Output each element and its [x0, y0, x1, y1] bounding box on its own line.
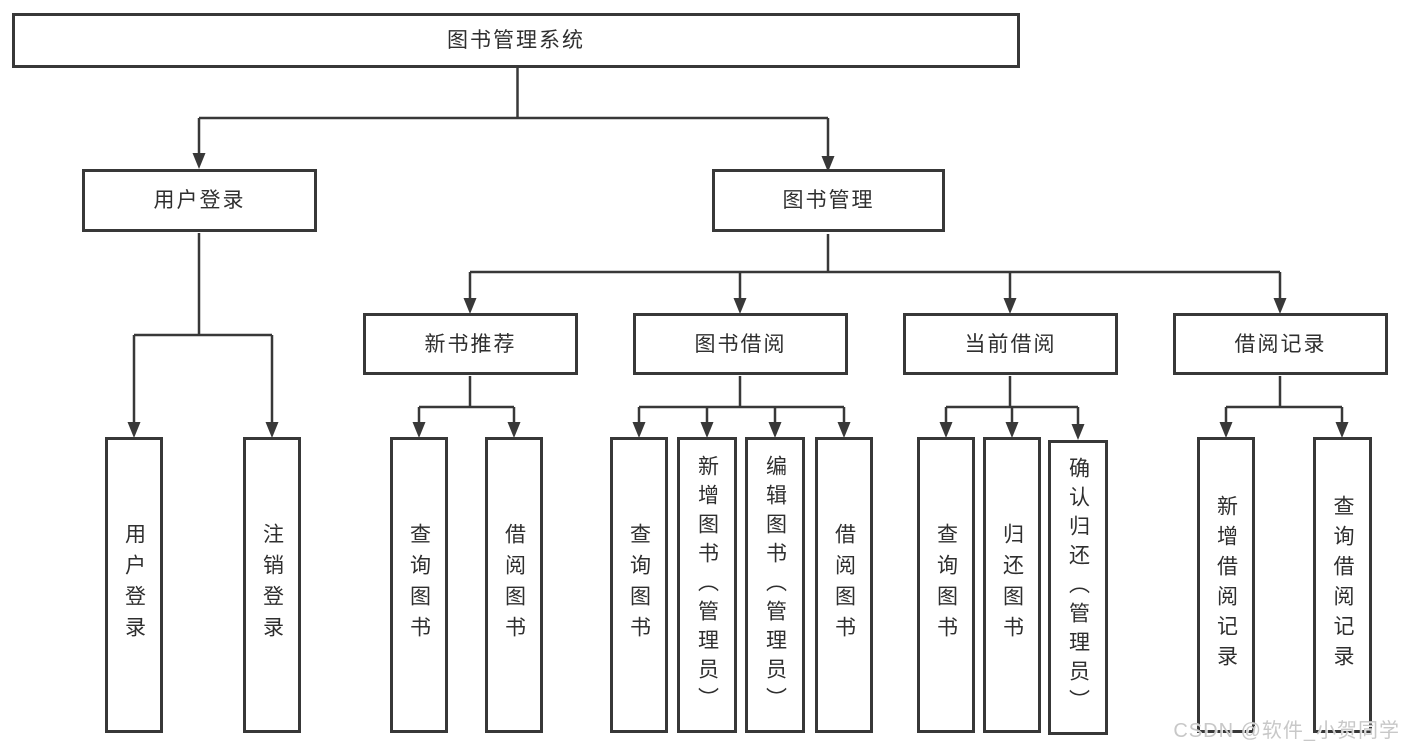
- node-cb-query-books: 查询图书: [917, 437, 975, 733]
- node-label: 借阅图书: [832, 523, 856, 647]
- node-book-management: 图书管理: [712, 169, 945, 232]
- node-label: 新增借阅记录: [1214, 495, 1238, 675]
- node-br-query-borrow-record: 查询借阅记录: [1313, 437, 1372, 733]
- node-label: 查询图书: [407, 523, 431, 647]
- node-book-borrowing: 图书借阅: [633, 313, 848, 375]
- node-ul-logout: 注销登录: [243, 437, 301, 733]
- node-user-login: 用户登录: [82, 169, 317, 232]
- node-borrowing-records: 借阅记录: [1173, 313, 1388, 375]
- node-label: 注销登录: [260, 523, 284, 647]
- node-label: 编辑图书（管理员）: [763, 454, 787, 716]
- node-label: 查询图书: [934, 523, 958, 647]
- node-bb-add-books-admin: 新增图书（管理员）: [677, 437, 737, 733]
- node-br-add-borrow-record: 新增借阅记录: [1197, 437, 1255, 733]
- node-book-management-system: 图书管理系统: [12, 13, 1020, 68]
- node-nb-borrow-books: 借阅图书: [485, 437, 543, 733]
- watermark: CSDN @软件_小贺同学: [1173, 720, 1400, 742]
- node-current-borrowing: 当前借阅: [903, 313, 1118, 375]
- node-bb-query-books: 查询图书: [610, 437, 668, 733]
- node-cb-confirm-return-admin: 确认归还（管理员）: [1048, 440, 1108, 735]
- node-label: 借阅图书: [502, 523, 526, 647]
- node-label: 归还图书: [1000, 523, 1024, 647]
- node-label: 确认归还（管理员）: [1066, 457, 1090, 718]
- node-label: 查询借阅记录: [1331, 495, 1354, 675]
- node-bb-borrow-books: 借阅图书: [815, 437, 873, 733]
- node-new-book-recommendation: 新书推荐: [363, 313, 578, 375]
- node-ul-user-login: 用户登录: [105, 437, 163, 733]
- connector-arrows: [127, 153, 1349, 440]
- node-cb-return-books: 归还图书: [983, 437, 1041, 733]
- node-label: 查询图书: [627, 523, 651, 647]
- node-label: 新增图书（管理员）: [695, 454, 719, 716]
- node-nb-query-books: 查询图书: [390, 437, 448, 733]
- node-bb-edit-books-admin: 编辑图书（管理员）: [745, 437, 805, 733]
- node-label: 用户登录: [122, 523, 146, 647]
